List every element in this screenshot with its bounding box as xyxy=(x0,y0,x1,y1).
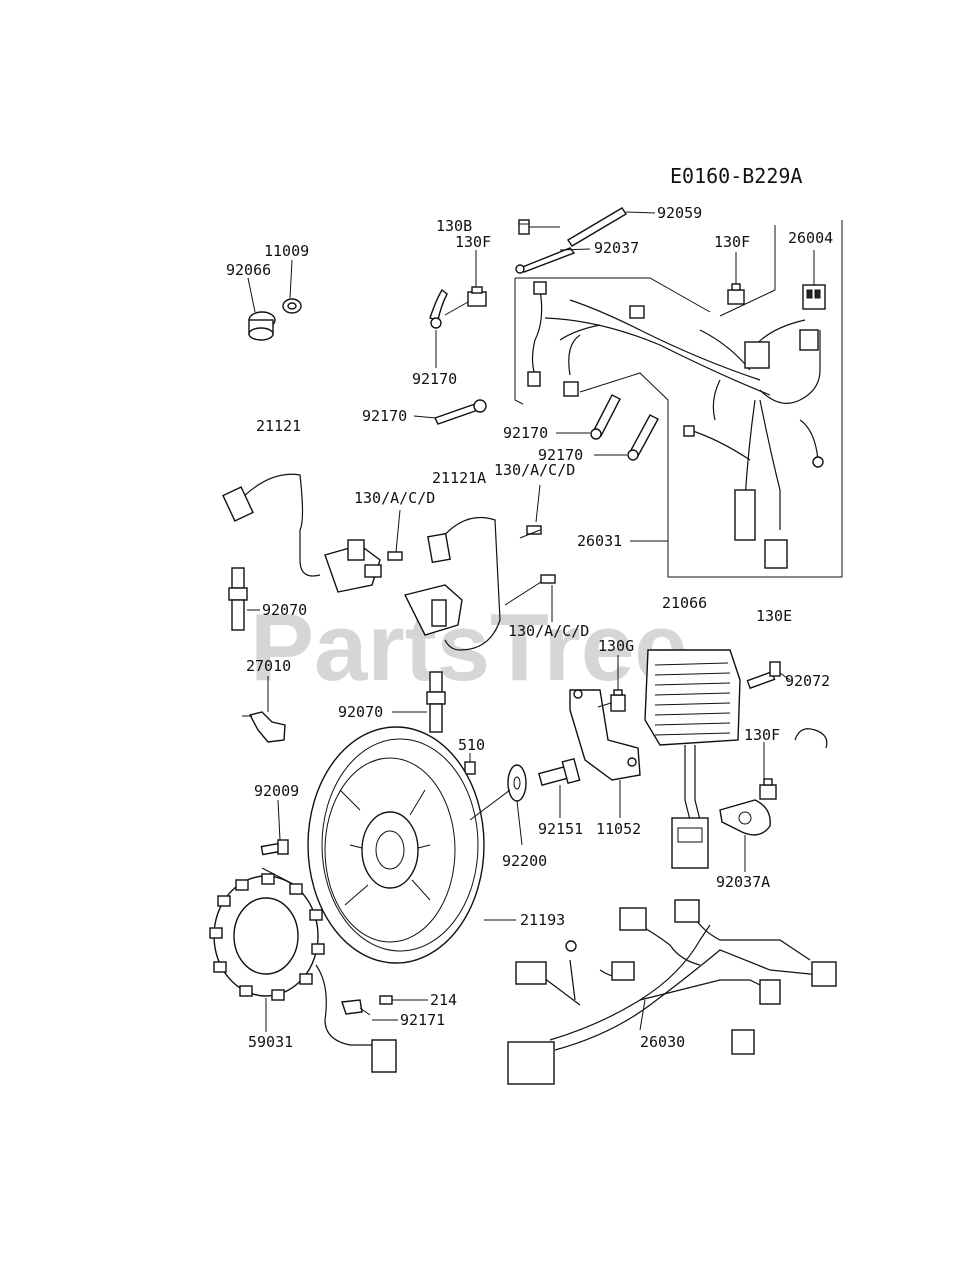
callout-21193: 21193 xyxy=(520,911,565,929)
bolt-130G xyxy=(597,655,626,712)
terminal-92170-harness-a xyxy=(556,394,621,440)
screw-214 xyxy=(379,995,428,1005)
screw-92072 xyxy=(746,661,791,690)
callout-92170-upper: 92170 xyxy=(412,370,457,388)
callout-11052: 11052 xyxy=(596,820,641,838)
band-92037 xyxy=(515,247,591,274)
callout-214: 214 xyxy=(430,991,457,1009)
washer-92200 xyxy=(469,764,527,846)
callout-92151: 92151 xyxy=(538,820,583,838)
terminal-92170-mid xyxy=(413,399,487,425)
flywheel-21193 xyxy=(307,726,516,964)
callout-labels: 130B 92059 130F 92037 130F 26004 11009 9… xyxy=(226,204,833,1051)
screw-130ACD-b xyxy=(519,484,542,539)
callout-92070-right: 92070 xyxy=(338,703,383,721)
spark-plug-92070-right xyxy=(392,671,446,733)
callout-26030: 26030 xyxy=(640,1033,685,1051)
screw-130ACD-c xyxy=(504,574,556,622)
terminal-92170-harness-b xyxy=(594,414,659,461)
screw-130ACD-a xyxy=(387,509,403,561)
washer-11009 xyxy=(282,259,302,314)
callout-130ACD-c: 130/A/C/D xyxy=(508,622,589,640)
callout-92070-left: 92070 xyxy=(262,601,307,619)
callout-130F-lower: 130F xyxy=(744,726,780,744)
callout-92037: 92037 xyxy=(594,239,639,257)
callout-21121A: 21121A xyxy=(432,469,486,487)
connector-26004 xyxy=(802,250,826,310)
callout-92170-harness-b: 92170 xyxy=(538,446,583,464)
harness-26031-frame xyxy=(514,220,843,578)
bolt-130F-upper xyxy=(444,250,487,316)
callout-92170-mid: 92170 xyxy=(362,407,407,425)
terminal-92170-upper xyxy=(429,288,448,368)
callout-130F-upper: 130F xyxy=(455,233,491,251)
callout-59031: 59031 xyxy=(248,1033,293,1051)
callout-92009: 92009 xyxy=(254,782,299,800)
sleeve-92059 xyxy=(567,207,656,247)
bolt-130B xyxy=(518,219,560,235)
bolt-92151 xyxy=(538,757,581,818)
callout-92170-harness-a: 92170 xyxy=(503,424,548,442)
callout-92200: 92200 xyxy=(502,852,547,870)
callout-26004: 26004 xyxy=(788,229,833,247)
callout-130ACD-b: 130/A/C/D xyxy=(494,461,575,479)
harness-26031 xyxy=(527,281,824,569)
clamp-92037A xyxy=(719,799,771,872)
bracket-11052 xyxy=(569,689,641,818)
stator-59031 xyxy=(209,873,397,1073)
screw-92009 xyxy=(260,799,296,886)
callout-510: 510 xyxy=(458,736,485,754)
regulator-21066 xyxy=(644,649,741,869)
callout-11009: 11009 xyxy=(264,242,309,260)
clamp-92171 xyxy=(341,999,398,1021)
callout-130G: 130G xyxy=(598,637,634,655)
spark-plug-92070-left xyxy=(228,567,260,631)
callout-92066: 92066 xyxy=(226,261,271,279)
callout-92072: 92072 xyxy=(785,672,830,690)
diagram-code: E0160-B229A xyxy=(670,164,802,188)
callout-26031: 26031 xyxy=(577,532,622,550)
callout-92037A: 92037A xyxy=(716,873,770,891)
key-510 xyxy=(464,753,476,775)
bolt-130F-right xyxy=(727,252,745,305)
callout-27010: 27010 xyxy=(246,657,291,675)
callout-21121: 21121 xyxy=(256,417,301,435)
watermark: PartsTree xyxy=(250,594,688,701)
callout-130E: 130E xyxy=(756,607,792,625)
callout-21066: 21066 xyxy=(662,594,707,612)
harness-26030 xyxy=(507,899,837,1085)
bolt-130F-lower xyxy=(759,742,777,800)
callout-92059: 92059 xyxy=(657,204,702,222)
callout-130ACD-a: 130/A/C/D xyxy=(354,489,435,507)
ignition-coil-21121 xyxy=(222,473,382,593)
switch-27010 xyxy=(242,676,286,743)
callout-92171: 92171 xyxy=(400,1011,445,1029)
plug-92066 xyxy=(247,277,276,341)
clip-92072 xyxy=(794,728,828,749)
ignition-coil-21121A xyxy=(403,516,501,651)
callout-130F-right: 130F xyxy=(714,233,750,251)
callout-130B: 130B xyxy=(436,217,472,235)
